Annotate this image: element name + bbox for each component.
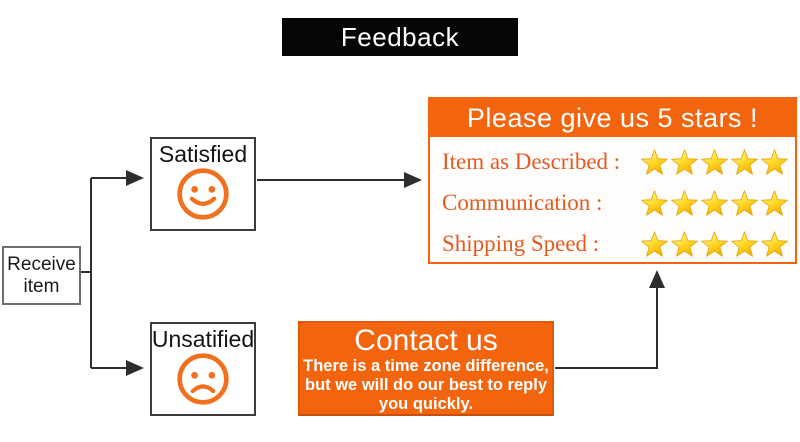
rating-row-communication: Communication :	[442, 182, 789, 223]
contact-us-body: There is a time zone difference, but we …	[303, 357, 549, 413]
star-icon	[671, 230, 698, 257]
star-icon	[641, 189, 668, 216]
star-icon	[641, 230, 668, 257]
diagram-title: Feedback	[282, 18, 518, 56]
connector-receive-trunk	[81, 178, 92, 368]
rating-row-shipping-speed: Shipping Speed :	[442, 223, 789, 264]
ratings-rows: Item as Described : Communication : Ship…	[430, 137, 795, 264]
star-icon	[731, 230, 758, 257]
connector-contact-to-stars	[555, 270, 665, 369]
satisfied-label: Satisfied	[158, 141, 248, 167]
star-icon	[641, 148, 668, 175]
frowny-face-icon	[177, 353, 229, 405]
contact-us-title: Contact us	[354, 324, 498, 357]
star-icon	[701, 230, 728, 257]
star-icon	[761, 189, 788, 216]
star-icon	[731, 148, 758, 175]
rating-label: Communication :	[442, 189, 603, 215]
star-rating	[640, 148, 789, 176]
star-rating	[640, 230, 789, 258]
star-icon	[671, 148, 698, 175]
rating-label: Shipping Speed :	[442, 230, 600, 256]
node-satisfied: Satisfied	[150, 137, 256, 231]
star-icon	[701, 189, 728, 216]
star-icon	[701, 148, 728, 175]
ratings-panel: Please give us 5 stars ! Item as Describ…	[428, 97, 797, 264]
smiley-face-icon	[177, 168, 229, 220]
receive-item-label: Receive item	[7, 254, 76, 297]
node-unsatisfied: Unsatified	[150, 322, 256, 416]
unsatisfied-label: Unsatified	[151, 326, 255, 352]
star-icon	[761, 148, 788, 175]
star-icon	[761, 230, 788, 257]
rating-label: Item as Described :	[442, 148, 621, 174]
star-rating	[640, 189, 789, 217]
star-icon	[731, 189, 758, 216]
node-receive-item: Receive item	[2, 246, 81, 305]
rating-row-item-as-described: Item as Described :	[442, 141, 789, 182]
contact-us-box: Contact us There is a time zone differen…	[298, 321, 554, 416]
star-icon	[671, 189, 698, 216]
ratings-header: Please give us 5 stars !	[430, 99, 795, 137]
